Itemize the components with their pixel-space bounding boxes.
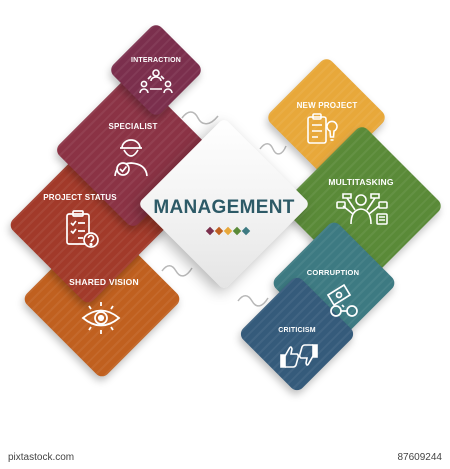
thumbs-up-down-icon [280,344,318,368]
clipboard-idea-icon [307,113,338,144]
label-new-project: NEW PROJECT [296,101,358,110]
image-id-text: 87609244 [397,452,443,463]
clipboard-question-icon [66,210,99,248]
team-network-icon [139,69,173,94]
label-corruption: CORRUPTION [306,268,360,277]
worker-check-icon [114,139,148,177]
eye-icon [81,302,121,334]
diagram-title: MANAGEMENT [153,197,295,218]
multitask-person-icon [336,193,388,225]
watermark-text: pixtastock.com [8,452,75,463]
label-project-status: PROJECT STATUS [43,193,117,202]
connector-squiggle-bottom-left [161,265,193,277]
connector-squiggle-top-left [181,111,219,125]
connector-squiggle-bottom-right [237,295,269,307]
footer-bar [0,451,450,469]
handcuff-money-icon [326,283,358,317]
label-specialist: SPECIALIST [108,122,158,131]
label-criticism: CRITICISM [278,327,316,334]
label-multitasking: MULTITASKING [328,177,394,187]
label-shared-vision: SHARED VISION [69,277,139,287]
label-interaction: INTERACTION [130,57,182,64]
connector-squiggle-top-right [259,143,287,155]
